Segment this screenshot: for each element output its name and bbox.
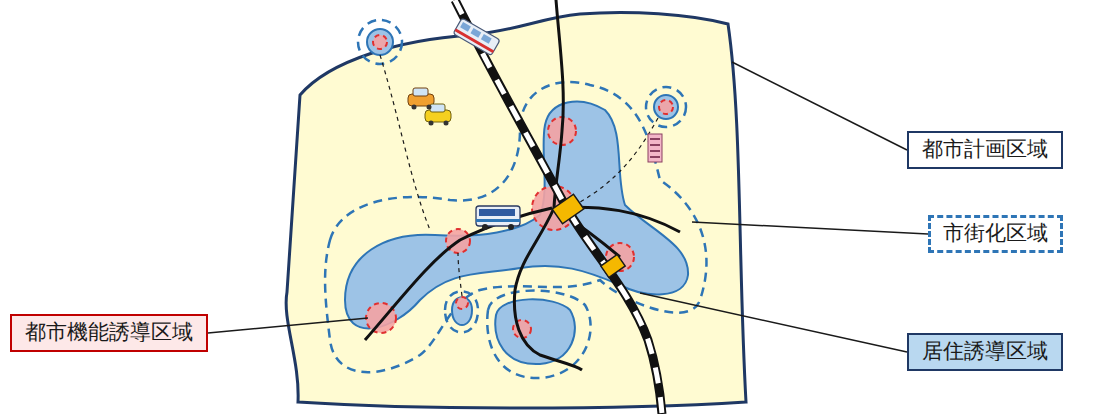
car-icon	[408, 88, 451, 126]
building-icon	[648, 134, 662, 162]
leader-line	[732, 62, 907, 150]
leader-line	[640, 293, 907, 352]
label-text: 都市機能誘導区域	[25, 320, 193, 345]
label-box: 都市機能誘導区域	[10, 314, 208, 352]
train-icon	[453, 18, 500, 56]
leader-line	[692, 222, 928, 234]
bus-icon	[476, 206, 520, 230]
label-box: 居住誘導区域	[907, 333, 1063, 371]
label-box: 都市計画区域	[907, 131, 1063, 169]
leader-line	[208, 318, 368, 333]
railway	[455, 0, 662, 414]
label-text: 居住誘導区域	[922, 339, 1048, 364]
feeder-link	[380, 55, 658, 296]
label-box: 市街化区域	[928, 215, 1063, 253]
city-planning-area	[286, 12, 746, 408]
station	[552, 194, 625, 277]
label-text: 都市計画区域	[922, 137, 1048, 162]
leader-lines	[208, 62, 928, 352]
urbanization-area	[325, 20, 706, 378]
label-text: 市街化区域	[943, 221, 1048, 246]
